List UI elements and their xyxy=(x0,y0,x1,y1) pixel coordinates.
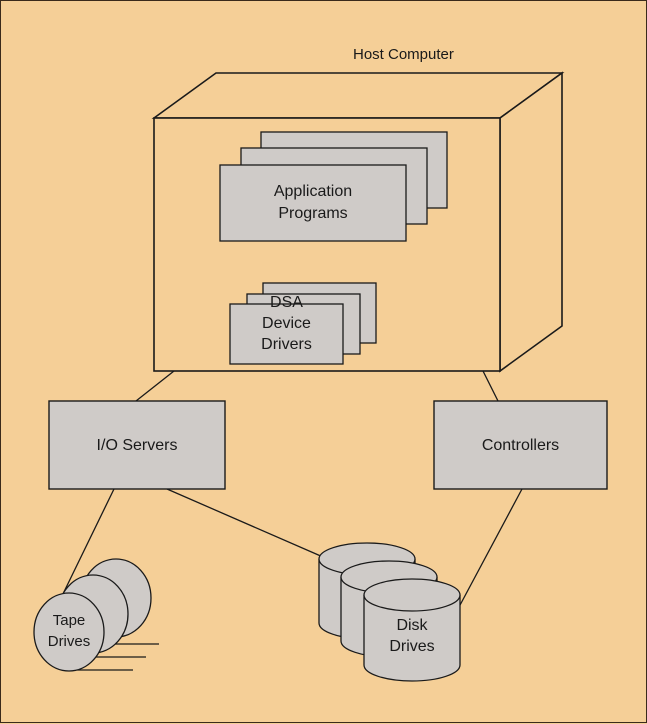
host-computer-label: Host Computer xyxy=(353,46,454,63)
io-servers-box xyxy=(48,400,226,490)
tape-drives-line-2: Drives xyxy=(47,633,91,650)
io-servers-to-disk-line xyxy=(166,488,324,558)
tape-drives-icon xyxy=(33,558,159,672)
disk-drives-label: Disk Drives xyxy=(364,615,460,657)
controllers-label: Controllers xyxy=(481,437,560,454)
controllers-to-disk-line xyxy=(458,488,523,608)
host-to-io-servers-line xyxy=(135,370,175,402)
application-programs-line-1: Application xyxy=(273,183,353,200)
dsa-drivers-stack xyxy=(229,282,377,365)
application-programs-line-2: Programs xyxy=(278,205,348,222)
disk-cylinder-front xyxy=(363,578,461,682)
dsa-device-drivers-label: DSA Device Drivers xyxy=(230,292,343,355)
dsa-drivers-line-1: DSA xyxy=(270,294,303,311)
host-to-controllers-line xyxy=(482,370,499,402)
host-computer-side-face xyxy=(499,71,563,373)
controllers-box xyxy=(433,400,608,490)
dsa-page-front xyxy=(229,303,344,365)
disk-drives-line-2: Drives xyxy=(389,638,435,655)
dsa-drivers-line-3: Drivers xyxy=(261,336,312,353)
application-programs-stack xyxy=(219,131,448,242)
dsa-drivers-line-2: Device xyxy=(262,315,311,332)
application-programs-label: Application Programs xyxy=(220,181,406,225)
tape-drives-line-1: Tape xyxy=(52,612,86,629)
tape-drives-label: Tape Drives xyxy=(34,610,104,652)
disk-drives-icon xyxy=(318,542,461,682)
io-servers-to-tape-line xyxy=(60,488,115,599)
tape-reel-front xyxy=(33,592,105,672)
application-page-front xyxy=(219,164,407,242)
io-servers-label: I/O Servers xyxy=(96,437,178,454)
host-computer-top-face xyxy=(151,72,565,119)
connection-lines xyxy=(60,370,523,608)
disk-drives-line-1: Disk xyxy=(396,617,428,634)
